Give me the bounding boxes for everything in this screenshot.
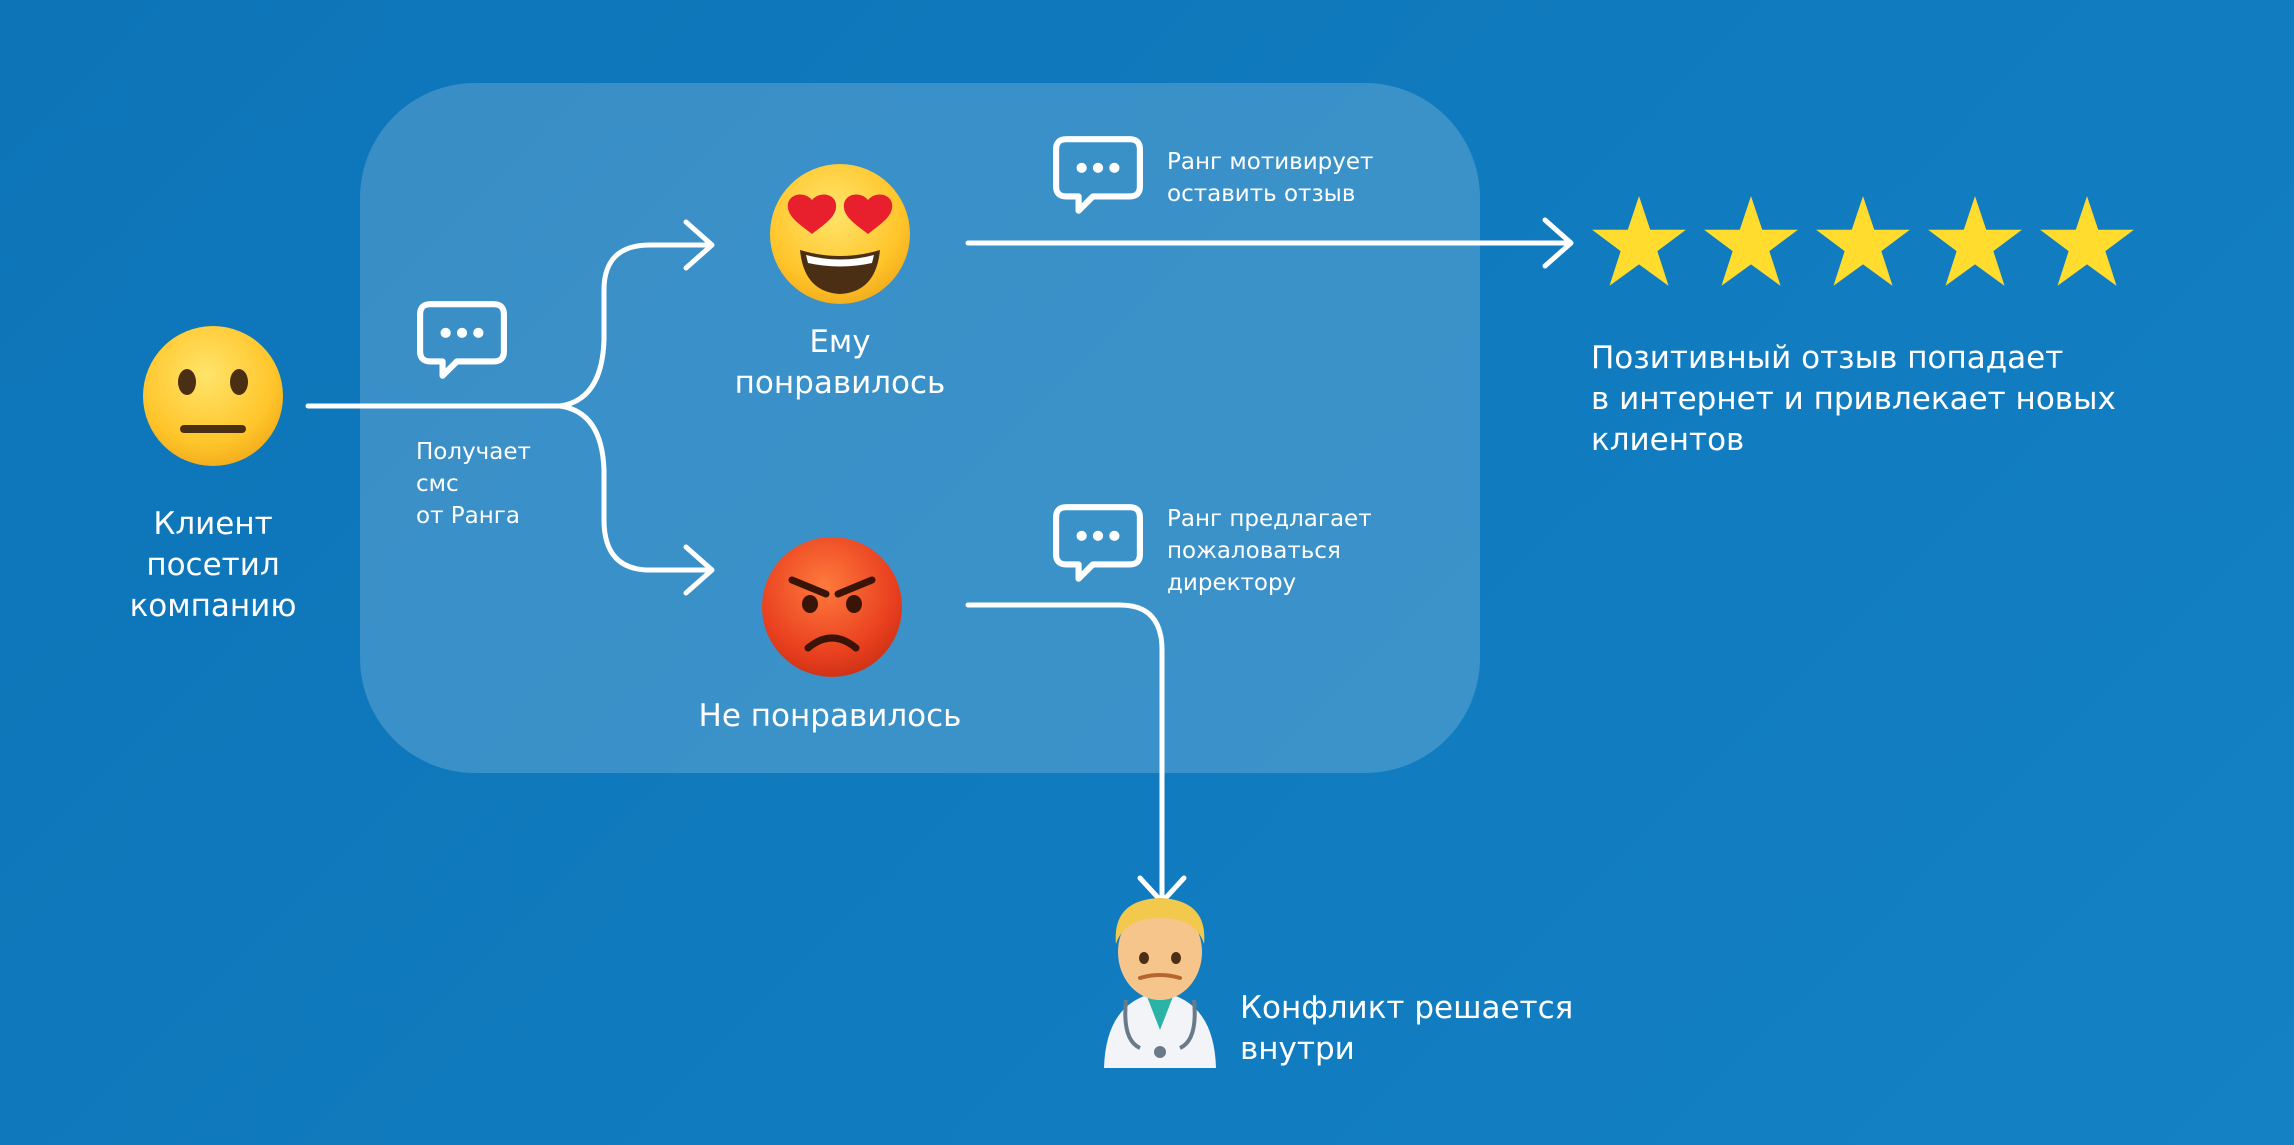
heart-eyes-face-icon [770,164,910,304]
health-worker-icon [1104,898,1216,1068]
arrowhead-liked [683,219,715,271]
star-icon-2 [1704,196,1798,286]
neutral-face-icon [143,326,283,466]
angry-face-icon [762,537,902,677]
arrowhead-stars [1542,217,1574,269]
line-disliked-to-director [965,602,1165,903]
star-icon-5 [2040,196,2134,286]
label-liked: Ему понравилось [734,324,946,401]
label-offers-complaint: Ранг предлагает пожаловаться директору [1167,506,1372,596]
label-positive-review: Позитивный отзыв попадает в интернет и п… [1591,340,2116,458]
line-branch-down [557,403,711,573]
label-receives-sms: Получает смс от Ранга [416,439,531,529]
star-icon-1 [1592,196,1686,286]
label-conflict-resolved: Конфликт решается внутри [1240,990,1574,1067]
arrowhead-disliked [683,544,715,596]
star-icon-4 [1928,196,2022,286]
sms-process-panel [360,83,1480,773]
star-icon-3 [1816,196,1910,286]
label-disliked: Не понравилось [698,698,962,734]
five-star-rating [1592,196,2134,286]
line-branch-up [557,242,711,409]
label-motivates-review: Ранг мотивирует оставить отзыв [1167,149,1374,207]
label-client-visited: Клиент посетил компанию [129,506,297,624]
